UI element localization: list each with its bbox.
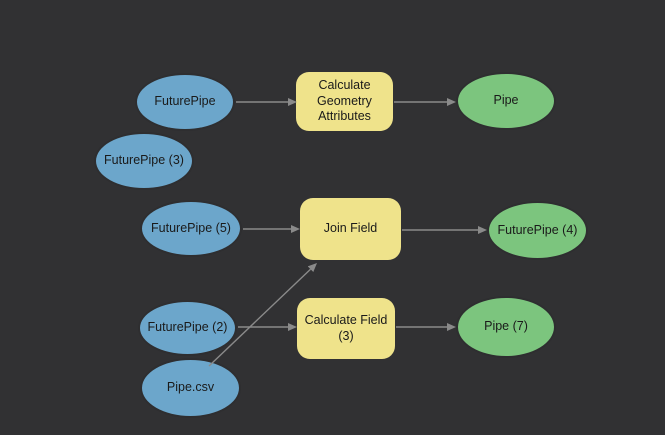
input-data-node-futurepipe-3[interactable]: FuturePipe (3)	[94, 132, 194, 190]
node-label: FuturePipe (2)	[147, 320, 228, 335]
node-label: Pipe (7)	[484, 319, 528, 334]
node-label: FuturePipe (5)	[151, 220, 231, 235]
tool-node-calculate-field-3[interactable]: Calculate Field (3)	[297, 298, 395, 359]
node-label: Pipe.csv	[166, 380, 215, 395]
tool-node-join-field[interactable]: Join Field	[300, 198, 401, 260]
input-data-node-pipe-csv[interactable]: Pipe.csv	[140, 358, 241, 418]
output-data-node-pipe[interactable]: Pipe	[456, 72, 556, 130]
tool-node-calculate-geometry-attributes[interactable]: Calculate Geometry Attributes	[296, 72, 393, 131]
input-data-node-futurepipe-5[interactable]: FuturePipe (5)	[140, 200, 242, 257]
node-label: FuturePipe (4)	[497, 222, 578, 237]
node-label: Calculate Field (3)	[304, 313, 388, 343]
node-label: Pipe	[493, 93, 519, 108]
input-data-node-futurepipe[interactable]: FuturePipe	[135, 73, 235, 131]
node-label: FuturePipe (3)	[104, 153, 184, 168]
node-label: FuturePipe	[154, 94, 216, 109]
input-data-node-futurepipe-2[interactable]: FuturePipe (2)	[138, 300, 237, 356]
node-label: Calculate Geometry Attributes	[317, 78, 372, 124]
output-data-node-pipe-7[interactable]: Pipe (7)	[456, 296, 556, 358]
node-label: Join Field	[323, 221, 378, 236]
output-data-node-futurepipe-4[interactable]: FuturePipe (4)	[487, 201, 588, 260]
